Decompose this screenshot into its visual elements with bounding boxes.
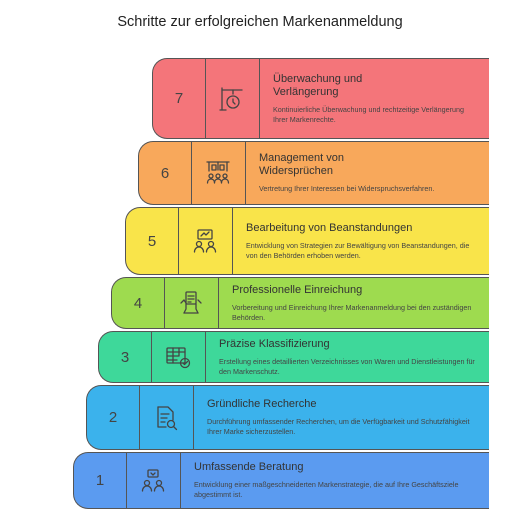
step-heading: Gründliche Recherche [207, 398, 317, 410]
step-heading: Bearbeitung von Beanstandungen [246, 221, 413, 234]
step-number: 3 [120, 348, 130, 366]
step-divider [259, 58, 260, 139]
step-description: Vertretung Ihrer Interessen bei Widerspr… [259, 184, 435, 193]
step-divider [193, 385, 194, 450]
step-description: Vorbereitung und Einreichung Ihrer Marke… [232, 302, 472, 322]
step-divider [126, 452, 127, 509]
step-description: Entwicklung einer maßgeschneiderten Mark… [194, 480, 459, 499]
step-number: 2 [108, 409, 118, 426]
step-divider [245, 141, 246, 205]
diagram-title: Schritte zur erfolgreichen Markenanmeldu… [117, 14, 403, 30]
hand-document-icon [176, 288, 206, 318]
document-search-icon [151, 403, 181, 433]
step-heading: Überwachung und Verlängerung [273, 72, 363, 98]
step-number: 5 [147, 232, 157, 250]
step-divider [205, 58, 206, 139]
team-strategy-icon [190, 226, 220, 256]
step-divider [178, 207, 179, 275]
advisor-icon [138, 466, 168, 496]
step-divider [191, 141, 192, 205]
step-number: 6 [160, 164, 170, 182]
step-number: 7 [174, 90, 184, 107]
step-number: 1 [95, 472, 105, 489]
step-divider [164, 277, 165, 329]
courtroom-icon [203, 158, 233, 188]
step-divider [151, 331, 152, 383]
step-heading: Professionelle Einreichung [232, 283, 363, 296]
step-description: Durchführung umfassender Recherchen, um … [207, 417, 470, 436]
step-description: Entwicklung von Strategien zur Bewältigu… [246, 240, 470, 260]
table-check-icon [163, 342, 193, 372]
step-heading: Umfassende Beratung [194, 461, 304, 473]
step-number: 4 [133, 294, 143, 312]
step-divider [218, 277, 219, 329]
step-heading: Management von Widersprüchen [259, 152, 344, 177]
step-heading: Präzise Klassifizierung [219, 337, 330, 350]
step-divider [180, 452, 181, 509]
clock-sign-icon [217, 84, 247, 114]
step-divider [232, 207, 233, 275]
step-divider [139, 385, 140, 450]
step-description: Kontinuierliche Überwachung und rechtzei… [273, 104, 464, 124]
step-divider [205, 331, 206, 383]
step-description: Erstellung eines detaillierten Verzeichn… [219, 356, 475, 376]
